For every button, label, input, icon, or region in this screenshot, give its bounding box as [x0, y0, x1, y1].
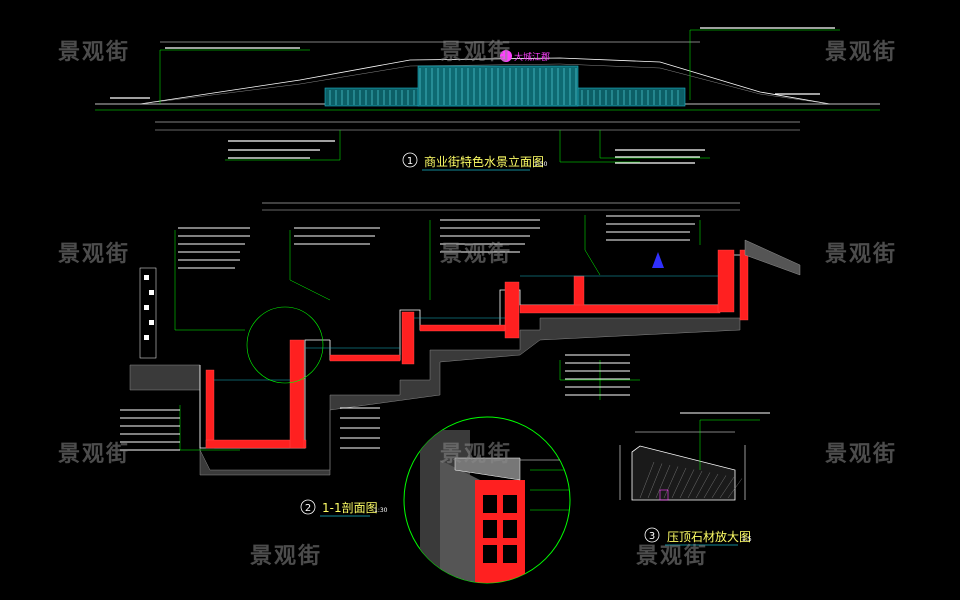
- watermark-text: 景观街: [825, 242, 898, 267]
- drawing-2-scale: 1:30: [374, 507, 388, 514]
- drawing-2-title: 1-1剖面图: [322, 501, 378, 515]
- watermark-text: 景观街: [440, 242, 513, 267]
- logo-text: 大城江郡: [514, 51, 550, 63]
- drawing-3-number: 3: [649, 531, 655, 542]
- watermark-text: 景观街: [58, 442, 131, 467]
- drawing-3-title: 压顶石材放大图: [667, 529, 751, 544]
- logo-mark-icon: [500, 50, 512, 62]
- watermark-text: 景观街: [440, 442, 513, 467]
- detail-callout-circle: [246, 306, 324, 384]
- gravel-base: [129, 317, 741, 476]
- elevation-drawing: 大城江郡 1 商业街特色水景立面图 1:50: [95, 27, 880, 171]
- watermark-text: 景观街: [58, 40, 131, 65]
- enlarged-detail: [403, 416, 571, 584]
- drawing-1-number-circle: [402, 152, 418, 168]
- watermark-text: 景观街: [636, 544, 709, 569]
- watermark-text: 景观街: [250, 544, 323, 569]
- watermark-text: 景观街: [825, 40, 898, 65]
- drawing-1-title: 商业街特色水景立面图: [424, 154, 544, 169]
- drawing-1-number: 1: [407, 156, 413, 167]
- drawing-1-scale: 1:50: [534, 161, 548, 168]
- plant-symbol-icon: [652, 252, 664, 268]
- section-drawing: 2 1-1剖面图 1:30: [120, 202, 801, 517]
- coping-detail-drawing: 3 压顶石材放大图 1:5: [619, 412, 770, 546]
- watermark-text: 景观街: [440, 40, 513, 65]
- drawing-2-number: 2: [305, 503, 311, 514]
- watermark-text: 景观街: [825, 442, 898, 467]
- drawing-3-number-circle: [644, 527, 660, 543]
- watermark-text: 景观街: [58, 242, 131, 267]
- drawing-3-scale: 1:5: [742, 536, 752, 543]
- drawing-2-number-circle: [300, 499, 316, 515]
